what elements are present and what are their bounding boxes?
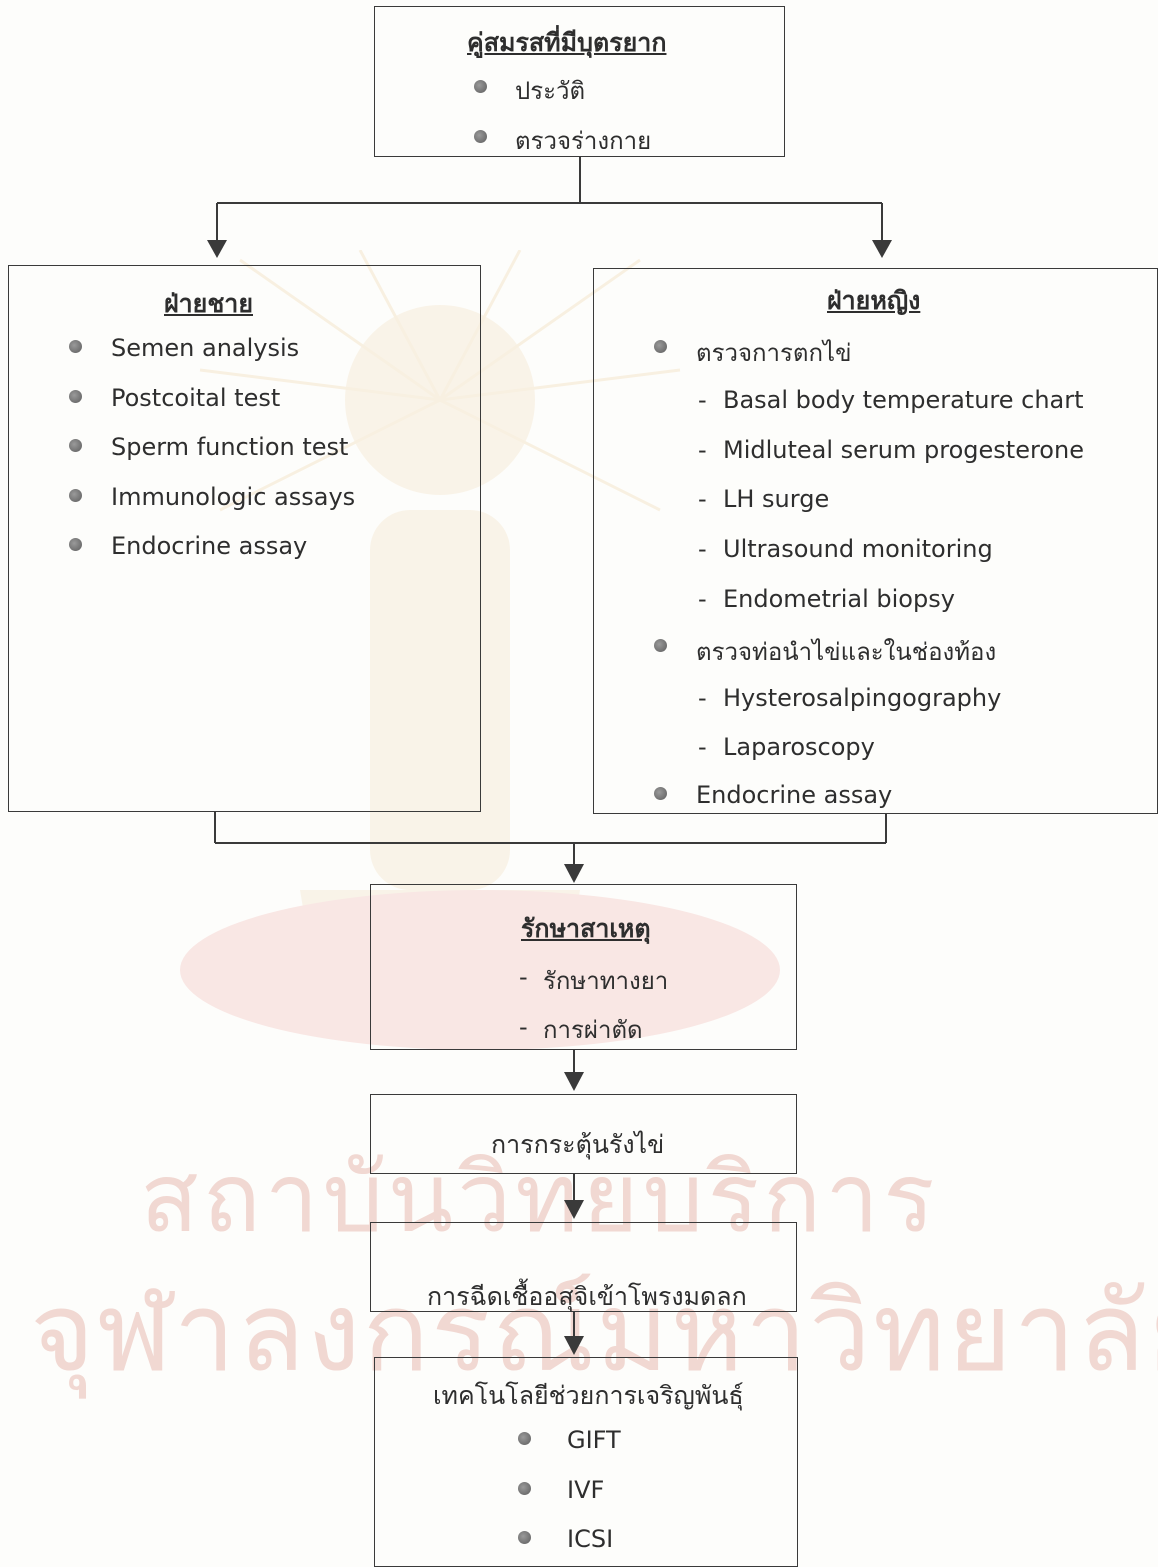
arrow-to-male <box>207 240 227 258</box>
treat-item-medication: รักษาทางยา <box>543 967 669 995</box>
arrow-to-stim <box>564 1072 584 1091</box>
male-item: Sperm function test <box>111 433 349 461</box>
male-item: Endocrine assay <box>111 532 308 560</box>
male-item: Semen analysis <box>111 334 300 362</box>
male-box: ฝ่ายชาย Semen analysis Postcoital test S… <box>8 265 481 812</box>
dash-icon: - <box>519 963 528 991</box>
arrow-to-art <box>564 1336 584 1355</box>
dash-icon: - <box>519 1013 528 1041</box>
couple-box: คู่สมรสที่มีบุตรยาก ประวัติ ตรวจร่างกาย <box>374 6 785 157</box>
male-item: Immunologic assays <box>111 483 356 511</box>
female-tubal-label: ตรวจท่อนำไข่และในช่องท้อง <box>696 638 997 666</box>
arrow-to-treat <box>564 864 584 883</box>
ovarian-stimulation-box: การกระตุ้นรังไข่ <box>370 1094 797 1174</box>
bullet-icon <box>518 1482 531 1495</box>
iui-box: การฉีดเชื้ออสุจิเข้าโพรงมดลก <box>370 1222 797 1312</box>
dash-icon: - <box>698 585 707 613</box>
bullet-icon <box>69 439 82 452</box>
dash-icon: - <box>698 386 707 414</box>
female-ovulation-label: ตรวจการตกไข่ <box>696 339 852 367</box>
art-item-ivf: IVF <box>567 1476 605 1504</box>
bullet-icon <box>518 1432 531 1445</box>
bullet-icon <box>69 538 82 551</box>
bullet-icon <box>69 390 82 403</box>
female-endocrine: Endocrine assay <box>696 781 893 809</box>
female-title: ฝ่ายหญิง <box>827 286 921 315</box>
art-item-icsi: ICSI <box>567 1525 614 1553</box>
treat-item-surgery: การผ่าตัด <box>543 1016 643 1044</box>
female-tubal-subitem: Laparoscopy <box>723 733 875 761</box>
art-title: เทคโนโลยีช่วยการเจริญพันธุ์ <box>433 1381 744 1410</box>
couple-item-history: ประวัติ <box>515 77 586 105</box>
couple-title: คู่สมรสที่มีบุตรยาก <box>467 28 667 57</box>
bullet-icon <box>474 130 487 143</box>
treat-title: รักษาสาเหตุ <box>521 914 651 943</box>
female-ovulation-subitem: Basal body temperature chart <box>723 386 1084 414</box>
female-ovulation-subitem: Ultrasound monitoring <box>723 535 993 563</box>
bullet-icon <box>69 340 82 353</box>
art-box: เทคโนโลยีช่วยการเจริญพันธุ์ GIFT IVF ICS… <box>374 1357 798 1567</box>
iui-label: การฉีดเชื้ออสุจิเข้าโพรงมดลก <box>427 1282 747 1311</box>
treat-cause-box: รักษาสาเหตุ - รักษาทางยา - การผ่าตัด <box>370 884 797 1050</box>
bullet-icon <box>654 340 667 353</box>
female-ovulation-subitem: Midluteal serum progesterone <box>723 436 1084 464</box>
art-item-gift: GIFT <box>567 1426 621 1454</box>
couple-item-physical-exam: ตรวจร่างกาย <box>515 127 652 155</box>
arrow-to-iui <box>564 1200 584 1219</box>
female-box: ฝ่ายหญิง ตรวจการตกไข่ - Basal body tempe… <box>593 268 1158 814</box>
bullet-icon <box>518 1531 531 1544</box>
bullet-icon <box>69 489 82 502</box>
female-tubal-subitem: Hysterosalpingography <box>723 684 1002 712</box>
male-item: Postcoital test <box>111 384 281 412</box>
bullet-icon <box>474 80 487 93</box>
female-ovulation-subitem: Endometrial biopsy <box>723 585 955 613</box>
dash-icon: - <box>698 535 707 563</box>
dash-icon: - <box>698 733 707 761</box>
dash-icon: - <box>698 485 707 513</box>
bullet-icon <box>654 639 667 652</box>
dash-icon: - <box>698 436 707 464</box>
male-title: ฝ่ายชาย <box>164 289 253 318</box>
dash-icon: - <box>698 684 707 712</box>
arrow-to-female <box>872 240 892 258</box>
stim-label: การกระตุ้นรังไข่ <box>491 1130 665 1159</box>
bullet-icon <box>654 787 667 800</box>
female-ovulation-subitem: LH surge <box>723 485 830 513</box>
